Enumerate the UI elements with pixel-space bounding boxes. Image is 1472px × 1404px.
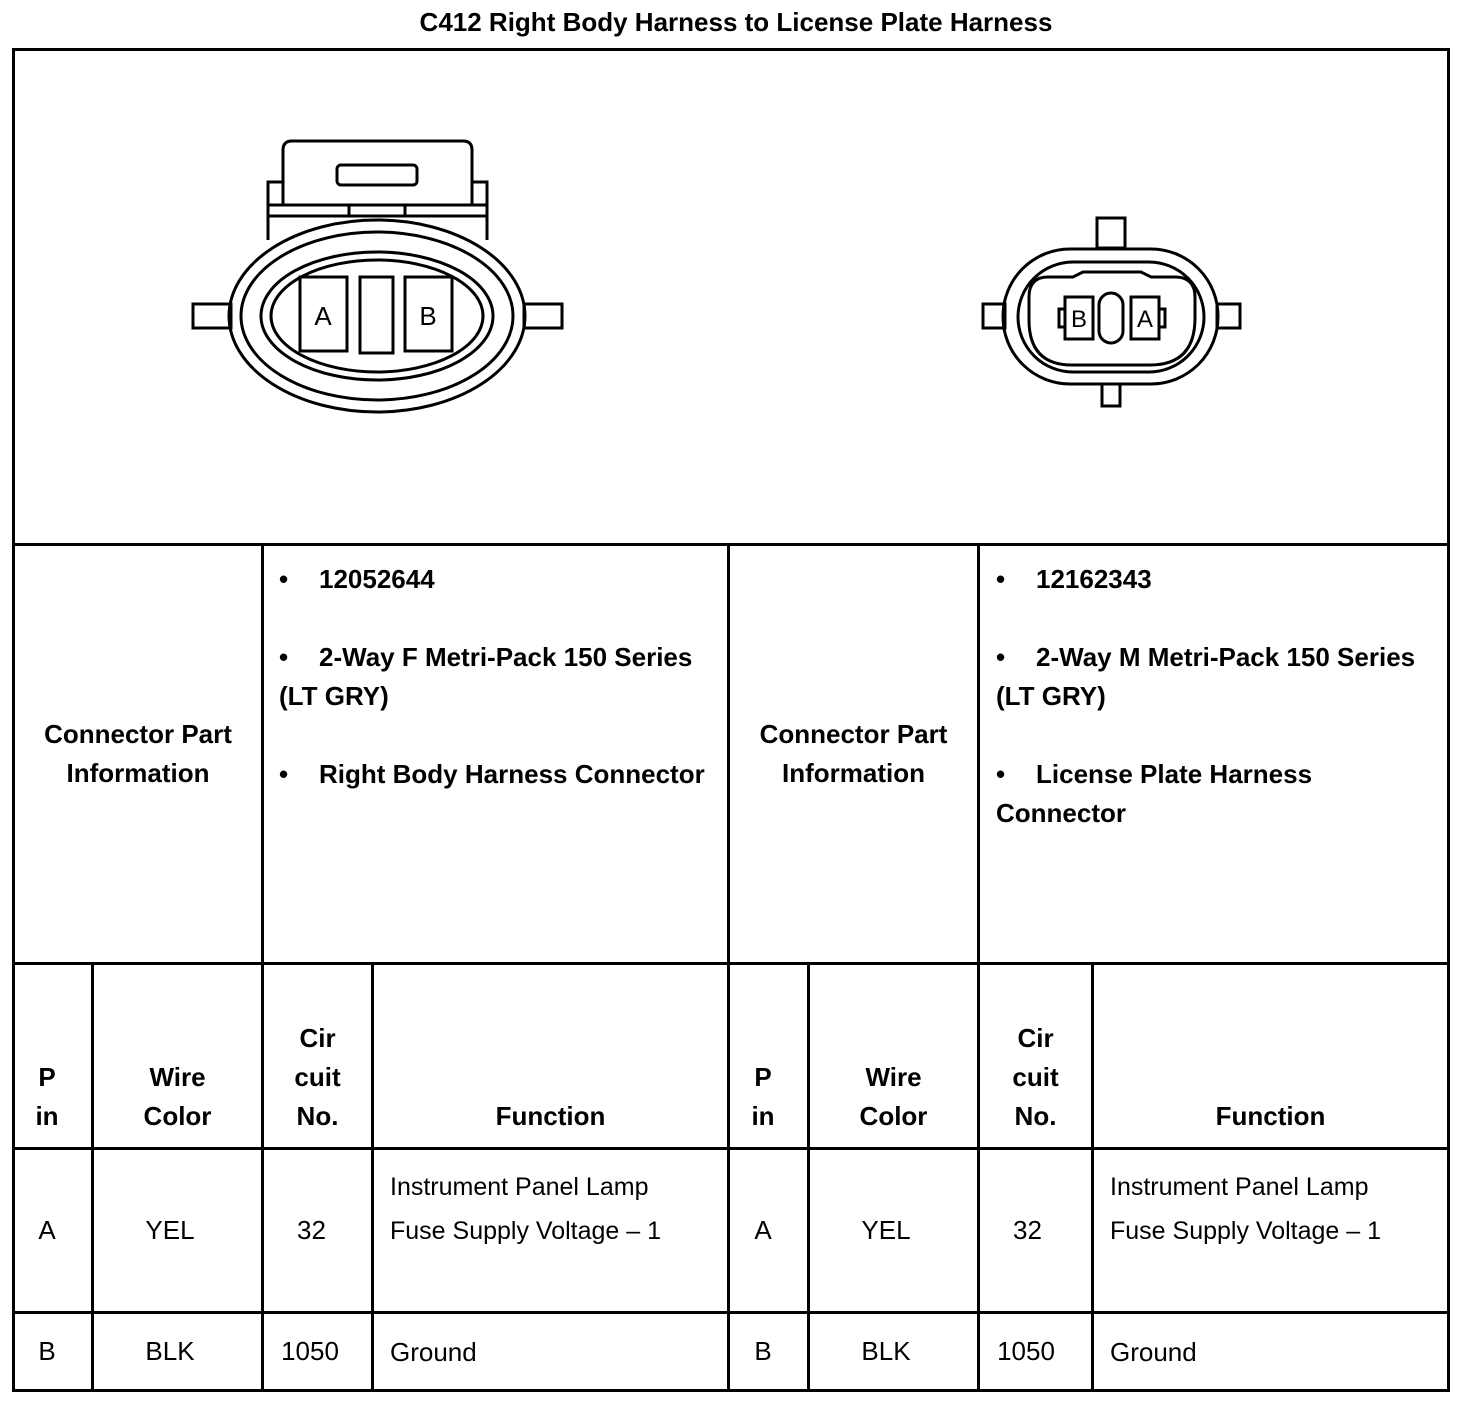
- header-function: Function: [1094, 1097, 1447, 1136]
- table-cell-circuit: 32: [264, 1150, 359, 1311]
- cell-text: Ground: [390, 1337, 477, 1367]
- info-item: • 12052644: [279, 560, 719, 599]
- info-item: • Right Body Harness Connector: [279, 755, 719, 794]
- header-text: P in: [751, 1062, 775, 1131]
- table-cell-function: Instrument Panel Lamp Fuse Supply Voltag…: [1110, 1165, 1410, 1253]
- divider: [12, 962, 1450, 965]
- cell-text: 1050: [281, 1336, 339, 1366]
- part-number: 12162343: [1036, 564, 1152, 594]
- cavity-label: A: [314, 301, 332, 331]
- bullet-icon: •: [279, 759, 289, 789]
- connector-part-info-label: Connector Part Information: [15, 546, 261, 962]
- cell-text: YEL: [861, 1215, 911, 1245]
- header-circuit-no: Cir cuit No.: [980, 1019, 1091, 1136]
- table-cell-circuit: 1050: [980, 1314, 1072, 1389]
- table-cell-wire-color: YEL: [810, 1150, 962, 1311]
- label-text: Connector Part Information: [759, 719, 948, 788]
- table-cell-function: Ground: [390, 1333, 690, 1372]
- table-cell-pin: B: [730, 1314, 796, 1389]
- table-cell-pin: B: [15, 1314, 79, 1389]
- cell-text: Instrument Panel Lamp Fuse Supply Voltag…: [1110, 1173, 1382, 1245]
- connector-description: Right Body Harness Connector: [319, 759, 705, 789]
- bullet-icon: •: [996, 642, 1006, 672]
- header-pin: P in: [15, 1058, 79, 1136]
- connector-type: 2-Way M Metri-Pack 150 Series (LT GRY): [996, 642, 1416, 711]
- cell-text: A: [754, 1215, 772, 1245]
- connector-part-info-label: Connector Part Information: [730, 546, 977, 962]
- page-title: C412 Right Body Harness to License Plate…: [419, 7, 1053, 37]
- cell-text: B: [754, 1336, 772, 1366]
- connector-description: License Plate Harness Connector: [996, 759, 1313, 828]
- header-circuit-no: Cir cuit No.: [264, 1019, 371, 1136]
- header-wire-color: Wire Color: [810, 1058, 977, 1136]
- table-cell-circuit: 32: [980, 1150, 1075, 1311]
- cell-text: Ground: [1110, 1337, 1197, 1367]
- cell-text: B: [38, 1336, 56, 1366]
- table-cell-pin: A: [15, 1150, 79, 1311]
- table-cell-circuit: 1050: [264, 1314, 356, 1389]
- bullet-icon: •: [279, 642, 289, 672]
- header-text: Function: [495, 1101, 606, 1131]
- cell-text: BLK: [145, 1336, 195, 1366]
- bullet-icon: •: [996, 759, 1006, 789]
- connector-type: 2-Way F Metri-Pack 150 Series (LT GRY): [279, 642, 693, 711]
- header-text: Wire Color: [859, 1062, 928, 1131]
- header-text: Wire Color: [143, 1062, 212, 1131]
- info-item: • 12162343: [996, 560, 1436, 599]
- table-cell-wire-color: YEL: [94, 1150, 246, 1311]
- cell-text: A: [38, 1215, 56, 1245]
- header-pin: P in: [730, 1058, 796, 1136]
- cell-text: YEL: [145, 1215, 195, 1245]
- header-wire-color: Wire Color: [94, 1058, 261, 1136]
- divider: [371, 962, 374, 1392]
- info-item: •2-Way F Metri-Pack 150 Series (LT GRY): [279, 638, 719, 716]
- header-text: P in: [35, 1062, 59, 1131]
- connector-part-info-details: •12052644 •2-Way F Metri-Pack 150 Series…: [279, 560, 719, 794]
- bullet-icon: •: [279, 564, 289, 594]
- cell-text: Instrument Panel Lamp Fuse Supply Voltag…: [390, 1173, 662, 1245]
- cell-text: 1050: [997, 1336, 1055, 1366]
- table-cell-wire-color: BLK: [94, 1314, 246, 1389]
- cavity-label: B: [419, 301, 436, 331]
- connector-part-info-details: •12162343 •2-Way M Metri-Pack 150 Series…: [996, 560, 1436, 833]
- header-text: Cir cuit No.: [1012, 1023, 1059, 1131]
- header-text: Function: [1215, 1101, 1326, 1131]
- header-text: Cir cuit No.: [294, 1023, 341, 1131]
- cell-text: BLK: [861, 1336, 911, 1366]
- connector-table-frame: [12, 48, 1450, 1392]
- table-cell-function: Instrument Panel Lamp Fuse Supply Voltag…: [390, 1165, 690, 1253]
- divider: [1091, 962, 1094, 1392]
- cell-text: 32: [297, 1215, 326, 1245]
- table-cell-wire-color: BLK: [810, 1314, 962, 1389]
- divider: [977, 543, 980, 1392]
- divider: [12, 1311, 1450, 1314]
- cavity-label: A: [1137, 306, 1153, 333]
- divider: [91, 962, 94, 1392]
- table-cell-function: Ground: [1110, 1333, 1410, 1372]
- divider: [727, 543, 730, 1392]
- table-cell-pin: A: [730, 1150, 796, 1311]
- cavity-label: B: [1071, 306, 1087, 333]
- divider: [807, 962, 810, 1392]
- info-item: •2-Way M Metri-Pack 150 Series (LT GRY): [996, 638, 1436, 716]
- divider: [261, 543, 264, 1392]
- bullet-icon: •: [996, 564, 1006, 594]
- header-function: Function: [374, 1097, 727, 1136]
- divider: [12, 1147, 1450, 1150]
- cell-text: 32: [1013, 1215, 1042, 1245]
- label-text: Connector Part Information: [44, 719, 232, 788]
- info-item: •License Plate Harness Connector: [996, 755, 1436, 833]
- divider: [12, 543, 1450, 546]
- part-number: 12052644: [319, 564, 435, 594]
